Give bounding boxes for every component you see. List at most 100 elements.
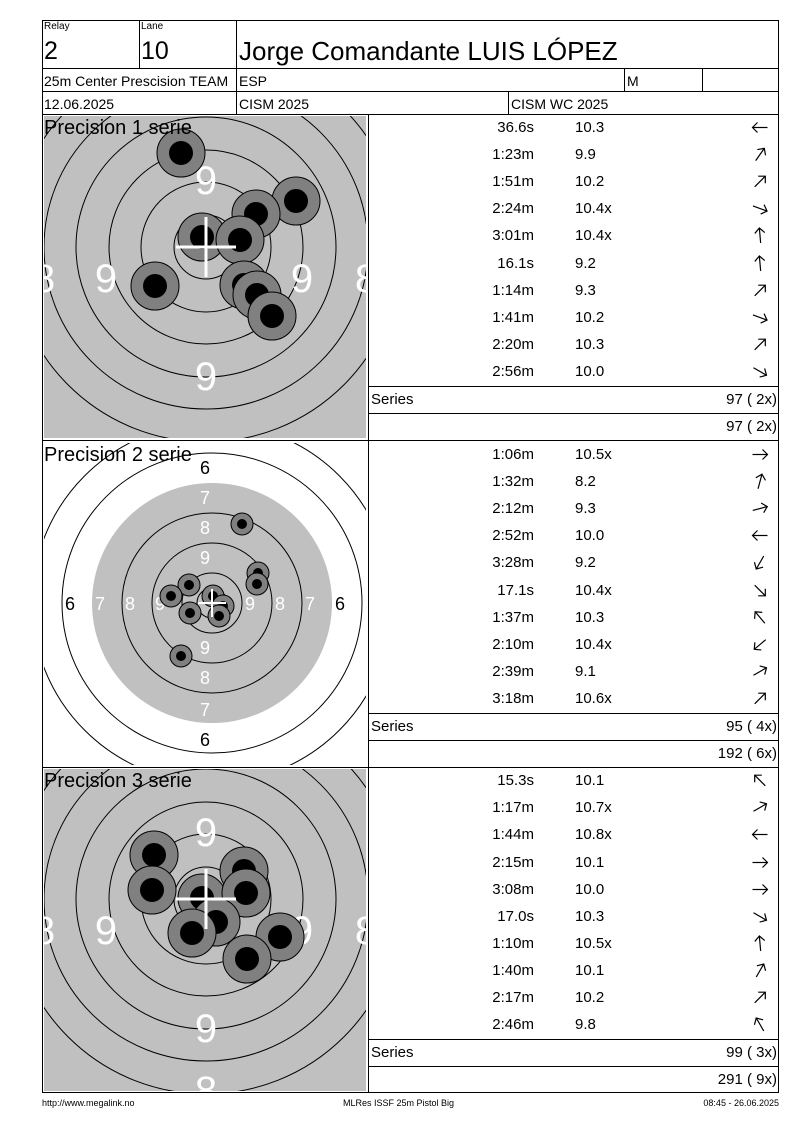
direction-arrow-icon	[751, 829, 768, 840]
gender: M	[627, 73, 639, 89]
athlete-name: Jorge Comandante LUIS LÓPEZ	[239, 36, 618, 66]
ring-10	[181, 572, 243, 634]
shot-score: 10.0	[575, 881, 605, 898]
ring-number: 9	[200, 548, 210, 568]
center-cross	[176, 869, 236, 929]
result-card	[42, 20, 779, 1093]
shot-row: 1:37m 10.3	[0, 604, 800, 631]
shot-time: 2:39m	[492, 663, 534, 680]
shot-time: 1:17m	[492, 799, 534, 816]
shot-time: 17.0s	[497, 908, 534, 925]
shot-score: 9.1	[575, 663, 596, 680]
shot-time: 3:18m	[492, 690, 534, 707]
shot-row: 2:12m 9.3	[0, 495, 800, 522]
direction-arrow-icon	[753, 1017, 765, 1032]
divider	[368, 740, 779, 741]
shot-score: 10.3	[575, 908, 605, 925]
shot-score: 10.7x	[575, 799, 612, 816]
ring-9	[75, 769, 337, 1030]
direction-arrow-icon	[753, 367, 768, 378]
ring-8	[44, 116, 366, 410]
cumulative-total: 97 ( 2x)	[726, 418, 777, 435]
shot-time: 2:52m	[492, 527, 534, 544]
ring-number: 8	[195, 1069, 217, 1091]
ring-numbers: 6 7 8 9 9 8 7 6 6 7 8 9 9 8 7 6	[65, 458, 345, 750]
ring-9	[75, 116, 337, 378]
shot-row: 17.1s 10.4x	[0, 577, 800, 604]
ring-number: 9	[291, 257, 313, 301]
series-label: Series	[371, 391, 414, 408]
shot-hole	[222, 934, 272, 984]
shot-score: 10.0	[575, 527, 605, 544]
ring-number: 8	[200, 518, 210, 538]
direction-arrow-icon	[754, 692, 766, 705]
shot-hole	[127, 865, 177, 915]
shot-score: 9.8	[575, 1016, 596, 1033]
shot-time: 2:20m	[492, 336, 534, 353]
divider	[236, 20, 237, 69]
divider	[368, 1039, 779, 1040]
direction-arrow-icon	[754, 584, 766, 597]
shot-score: 9.9	[575, 146, 596, 163]
shot-score: 10.4x	[575, 200, 612, 217]
series-label: Series	[371, 1044, 414, 1061]
center-cross	[198, 589, 226, 617]
direction-arrow-icon	[754, 991, 766, 1004]
shot-row: 2:52m 10.0	[0, 522, 800, 549]
shot-time: 1:41m	[492, 309, 534, 326]
center-cross	[176, 217, 236, 277]
shot-hole	[207, 604, 231, 628]
shot-marks	[130, 128, 321, 341]
divider	[368, 114, 369, 441]
shot-time: 1:14m	[492, 282, 534, 299]
series-label: Series	[371, 718, 414, 735]
shot-score: 10.3	[575, 336, 605, 353]
ring-number: 9	[195, 1007, 217, 1051]
direction-arrow-icon	[752, 204, 768, 215]
divider	[236, 68, 237, 92]
series-total: 97 ( 2x)	[726, 391, 777, 408]
shot-row: 2:20m 10.3	[0, 331, 800, 358]
shot-row: 3:08m 10.0	[0, 876, 800, 903]
ring-number: 7	[305, 594, 315, 614]
direction-arrow-icon	[753, 639, 767, 651]
target-series-3: 9 9 9 9 8 8 8	[44, 769, 366, 1091]
direction-arrow-icon	[752, 502, 769, 513]
shot-time: 1:40m	[492, 962, 534, 979]
shot-score: 10.5x	[575, 446, 612, 463]
ring-9-inner	[108, 149, 304, 345]
series-title: Precision 2 serie	[44, 444, 192, 466]
ring-8	[121, 512, 303, 694]
divider	[139, 20, 140, 69]
lane-label: Lane	[141, 21, 164, 32]
direction-arrow-icon	[754, 774, 766, 787]
shot-time: 2:17m	[492, 989, 534, 1006]
direction-arrow-icon	[755, 963, 767, 978]
ring-number: 9	[195, 159, 217, 203]
shot-score: 10.1	[575, 962, 605, 979]
direction-arrow-icon	[751, 530, 768, 541]
divider	[42, 767, 779, 768]
shot-score: 10.8x	[575, 826, 612, 843]
ring-number: 9	[195, 355, 217, 399]
series-total: 95 ( 4x)	[726, 718, 777, 735]
divider	[702, 68, 703, 92]
ring-number: 8	[200, 668, 210, 688]
shot-row: 2:24m 10.4x	[0, 195, 800, 222]
shot-score: 10.3	[575, 119, 605, 136]
shot-hole	[159, 584, 183, 608]
shot-time: 1:06m	[492, 446, 534, 463]
divider	[368, 1066, 779, 1067]
ring-8	[44, 769, 366, 1062]
relay-value: 2	[44, 37, 58, 65]
competition: CISM 2025	[239, 96, 310, 112]
shot-hole	[178, 601, 202, 625]
ring-number: 6	[335, 594, 345, 614]
direction-arrow-icon	[753, 665, 768, 676]
ring-6	[61, 452, 363, 754]
shot-score: 10.1	[575, 772, 605, 789]
direction-arrow-icon	[752, 857, 769, 868]
shot-time: 2:12m	[492, 500, 534, 517]
divider	[42, 114, 779, 115]
shot-row: 1:44m 10.8x	[0, 821, 800, 848]
